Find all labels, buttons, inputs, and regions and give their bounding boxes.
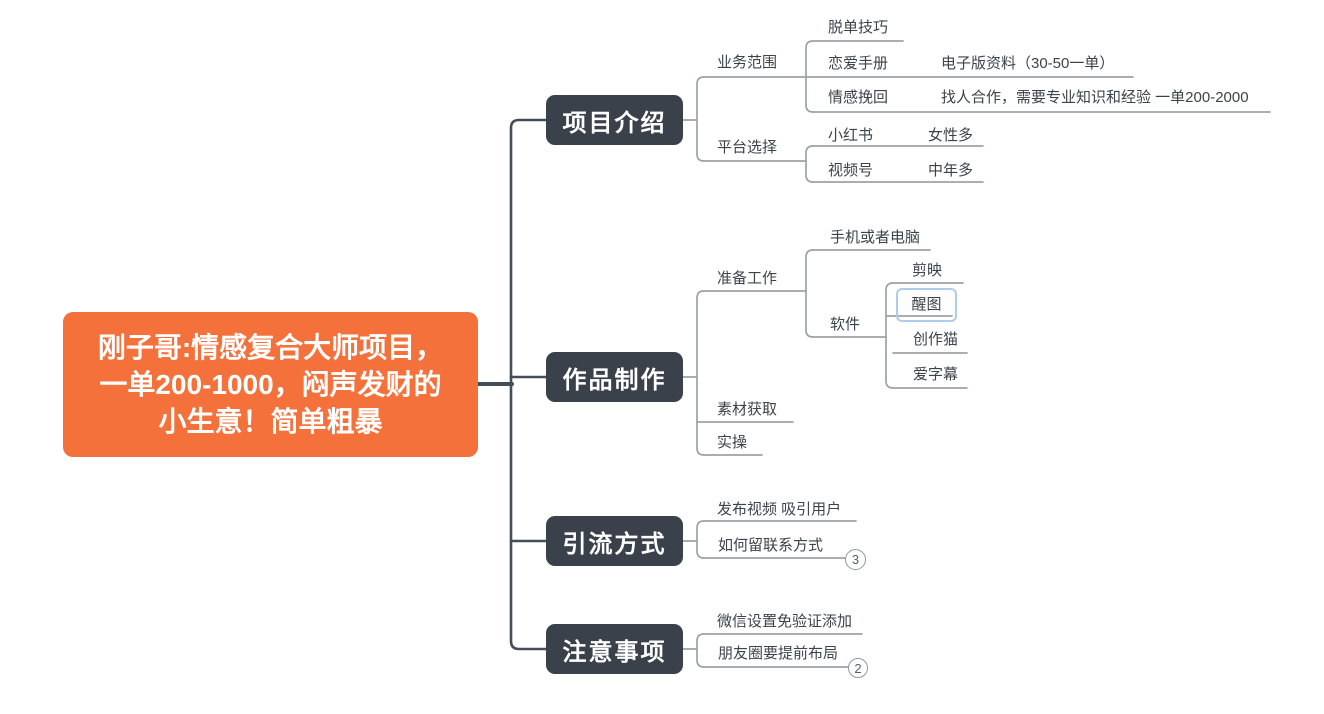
branch-node-project-intro[interactable]: 项目介绍: [546, 95, 683, 145]
node-moments-layout[interactable]: 朋友圈要提前布局: [718, 645, 839, 662]
root-topic-line: 一单200-1000，闷声发财的: [99, 369, 442, 400]
node-love-handbook[interactable]: 恋爱手册: [828, 55, 889, 72]
node-business-scope[interactable]: 业务范围: [717, 54, 778, 71]
node-cooperation-note[interactable]: 找人合作，需要专业知识和经验 一单200-2000: [941, 89, 1249, 106]
node-aizimu[interactable]: 爱字幕: [913, 366, 959, 383]
node-chuangzuomao[interactable]: 创作猫: [913, 331, 959, 348]
node-xingtu-selected[interactable]: 醒图: [896, 288, 957, 322]
root-topic-line: 刚子哥:情感复合大师项目，: [97, 332, 444, 363]
collapse-badge-contact[interactable]: 3: [845, 549, 866, 570]
node-mostly-female[interactable]: 女性多: [928, 127, 974, 144]
node-relationship-recovery[interactable]: 情感挽回: [828, 89, 889, 106]
node-platform-choice[interactable]: 平台选择: [717, 139, 778, 156]
node-software[interactable]: 软件: [830, 316, 861, 333]
node-xiaohongshu[interactable]: 小红书: [828, 127, 874, 144]
node-phone-or-computer[interactable]: 手机或者电脑: [830, 229, 921, 246]
root-topic-node[interactable]: 刚子哥:情感复合大师项目， 一单200-1000，闷声发财的 小生意！简单粗暴: [63, 312, 478, 457]
node-preparation[interactable]: 准备工作: [717, 270, 778, 287]
node-mostly-middle-aged[interactable]: 中年多: [928, 162, 974, 179]
node-leave-contact-method[interactable]: 如何留联系方式: [718, 537, 824, 554]
node-practice[interactable]: 实操: [717, 434, 748, 451]
collapse-badge-moments[interactable]: 2: [848, 658, 868, 678]
branch-node-traffic-method[interactable]: 引流方式: [546, 516, 683, 566]
root-topic-line: 小生意！简单粗暴: [158, 406, 383, 437]
node-dating-skills[interactable]: 脱单技巧: [828, 19, 889, 36]
branch-node-notes[interactable]: 注意事项: [546, 624, 683, 674]
node-xingtu: 醒图: [911, 296, 942, 313]
node-material-sourcing[interactable]: 素材获取: [717, 401, 778, 418]
node-wechat-no-verification[interactable]: 微信设置免验证添加: [717, 613, 853, 630]
node-shipinhao[interactable]: 视频号: [828, 162, 874, 179]
node-publish-videos[interactable]: 发布视频 吸引用户: [717, 501, 842, 518]
node-jianying[interactable]: 剪映: [912, 262, 943, 279]
node-ebook-materials[interactable]: 电子版资料（30-50一单）: [941, 55, 1115, 72]
branch-node-content-creation[interactable]: 作品制作: [546, 352, 683, 402]
